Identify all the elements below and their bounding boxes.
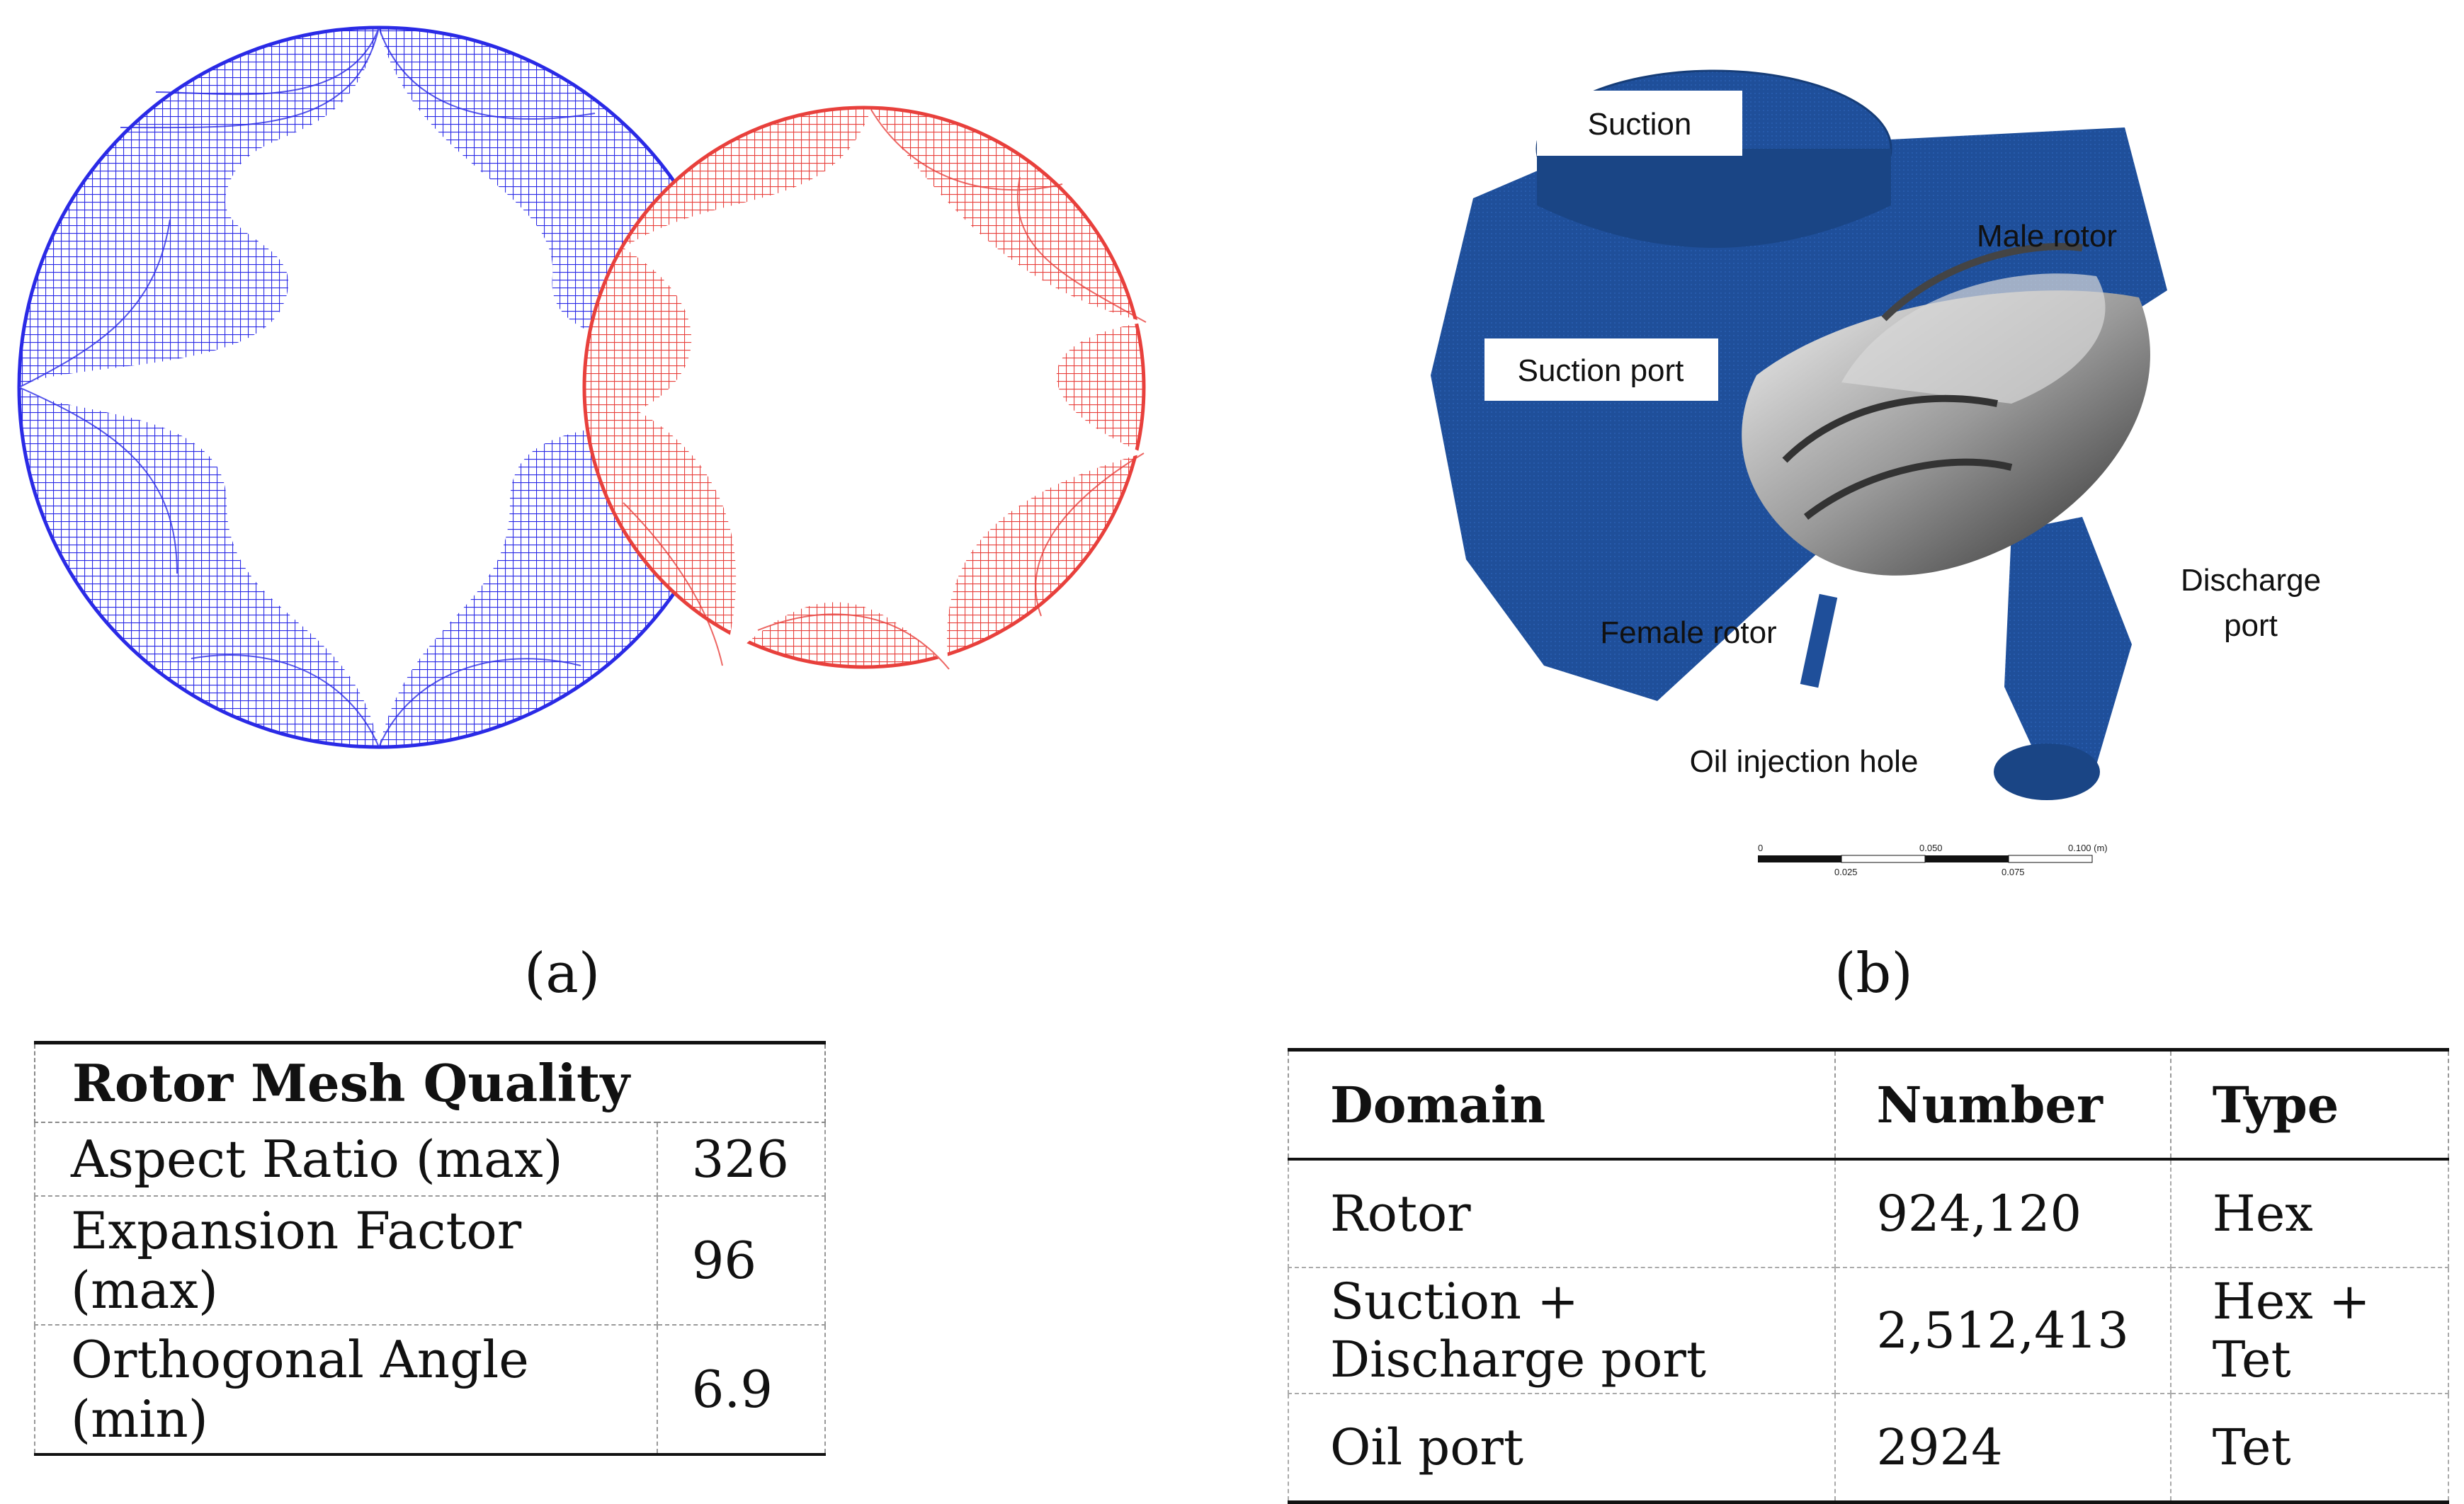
- svg-text:Suction port: Suction port: [1518, 353, 1684, 388]
- row-value: 326: [656, 1122, 827, 1197]
- female-rotor-mesh: [582, 106, 1147, 670]
- table-title: Rotor Mesh Quality: [34, 1041, 826, 1123]
- table-row: Expansion Factor (max) 96: [34, 1195, 827, 1326]
- row-value: 96: [656, 1195, 827, 1326]
- scale-bar: 0 0.050 0.100 (m) 0.025 0.075: [1758, 843, 2108, 877]
- scale-tick: 0.050: [1919, 843, 1943, 853]
- cell-domain: Oil port: [1288, 1393, 1836, 1504]
- cell-number: 924,120: [1834, 1158, 2171, 1268]
- table-row: Aspect Ratio (max) 326: [34, 1122, 827, 1197]
- cell-type: Hex: [2169, 1158, 2450, 1268]
- caption-a: (a): [524, 942, 601, 1005]
- svg-text:Suction: Suction: [1588, 107, 1692, 142]
- cell-domain: Rotor: [1288, 1158, 1836, 1268]
- scale-tick: 0.100 (m): [2068, 843, 2108, 853]
- table-row: Oil port 2924 Tet: [1288, 1393, 2450, 1504]
- rotor-mesh-figure: [17, 25, 1147, 749]
- header-number: Number: [1834, 1048, 2171, 1161]
- table-row: Orthogonal Angle (min) 6.9: [34, 1324, 827, 1456]
- row-value: 6.9: [656, 1324, 827, 1456]
- label-male-rotor: Male rotor: [1977, 219, 2117, 253]
- scale-tick: 0: [1758, 843, 1763, 853]
- scale-tick: 0.075: [2002, 867, 2025, 877]
- row-label: Orthogonal Angle (min): [34, 1324, 658, 1456]
- label-suction-port: Suction port: [1484, 338, 1718, 401]
- header-type: Type: [2169, 1048, 2450, 1161]
- label-discharge-line1: Discharge: [2181, 563, 2321, 598]
- cell-type: Tet: [2169, 1393, 2450, 1504]
- table-row: Suction + Discharge port 2,512,413 Hex +…: [1288, 1267, 2450, 1394]
- label-oil-injection-hole: Oil injection hole: [1690, 744, 1919, 779]
- cell-number: 2,512,413: [1834, 1267, 2171, 1394]
- scale-tick: 0.025: [1834, 867, 1858, 877]
- cell-type: Hex + Tet: [2169, 1267, 2450, 1394]
- header-domain: Domain: [1288, 1048, 1836, 1161]
- label-suction: Suction: [1537, 91, 1742, 156]
- row-label: Aspect Ratio (max): [34, 1122, 658, 1197]
- table-row: Rotor 924,120 Hex: [1288, 1158, 2450, 1268]
- rotor-pair: [1742, 243, 2150, 576]
- mesh-domain-table: Domain Number Type Rotor 924,120 Hex Suc…: [1288, 1048, 2450, 1504]
- compressor-mesh-figure: Suction Suction port Male rotor Female r…: [1431, 69, 2321, 877]
- cell-domain: Suction + Discharge port: [1288, 1267, 1836, 1394]
- rotor-mesh-quality-table: Rotor Mesh Quality Aspect Ratio (max) 32…: [34, 1041, 827, 1456]
- row-label: Expansion Factor (max): [34, 1195, 658, 1326]
- label-discharge-line2: port: [2224, 608, 2278, 643]
- caption-b: (b): [1834, 942, 1913, 1005]
- cell-number: 2924: [1834, 1393, 2171, 1504]
- label-female-rotor: Female rotor: [1600, 615, 1776, 650]
